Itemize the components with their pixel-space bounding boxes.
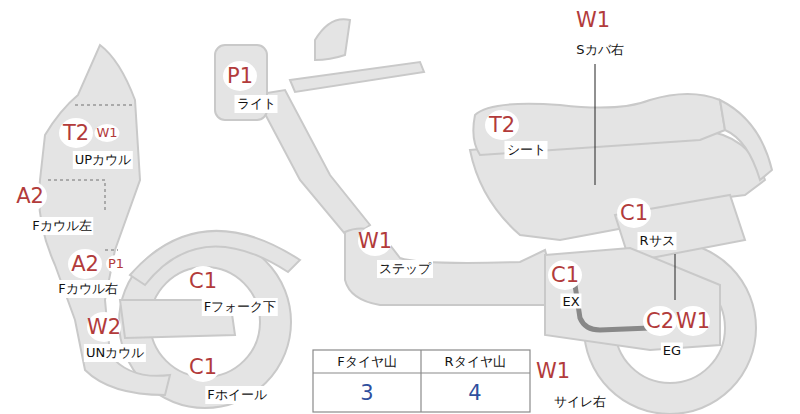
windshield: [315, 19, 350, 60]
damage-code: W1: [576, 5, 610, 35]
table-header: Rタイヤ山: [444, 353, 505, 371]
part-name: ステップ: [377, 260, 433, 278]
part-name: EX: [560, 294, 581, 309]
engine: [545, 248, 720, 350]
table-header: Fタイヤ山: [337, 353, 396, 371]
damage-code: P1: [106, 255, 126, 273]
part-name: ライト: [235, 95, 278, 113]
part-name: Fカウル右: [56, 280, 119, 298]
tail: [720, 100, 772, 180]
damage-code: A2: [68, 249, 102, 279]
part-name: Rサス: [637, 232, 676, 250]
damage-code: C1: [186, 266, 220, 296]
damage-code: W1: [676, 306, 710, 336]
damage-code: W1: [536, 356, 570, 386]
damage-code: T2: [485, 110, 519, 140]
part-name: Fフォーク下: [202, 298, 278, 316]
part-name: Fカウル左: [30, 217, 93, 235]
handlebar: [290, 62, 424, 92]
damage-code: W1: [358, 226, 392, 256]
part-name: EG: [661, 343, 683, 358]
damage-code: C1: [186, 352, 220, 382]
exhaust-pipe: [575, 285, 650, 330]
part-name: Sカバ右: [574, 41, 625, 59]
leader-lines: [595, 64, 675, 300]
table-cell: 4: [468, 381, 481, 405]
damage-code: C1: [548, 260, 582, 290]
table-cell: 3: [360, 381, 373, 405]
damage-code: C2: [643, 306, 677, 336]
damage-code: P1: [223, 61, 257, 91]
part-name: Fホイール: [205, 386, 268, 404]
part-name: UPカウル: [73, 151, 133, 169]
damage-code: C1: [617, 198, 651, 228]
tread-table: [313, 350, 530, 412]
damage-code: W2: [87, 312, 121, 342]
part-name: UNカウル: [84, 344, 146, 362]
part-name: サイレ右: [552, 393, 608, 411]
damage-code: A2: [13, 181, 47, 211]
part-name: シート: [505, 141, 548, 159]
damage-code: T2: [59, 118, 93, 148]
damage-code: W1: [95, 124, 120, 142]
